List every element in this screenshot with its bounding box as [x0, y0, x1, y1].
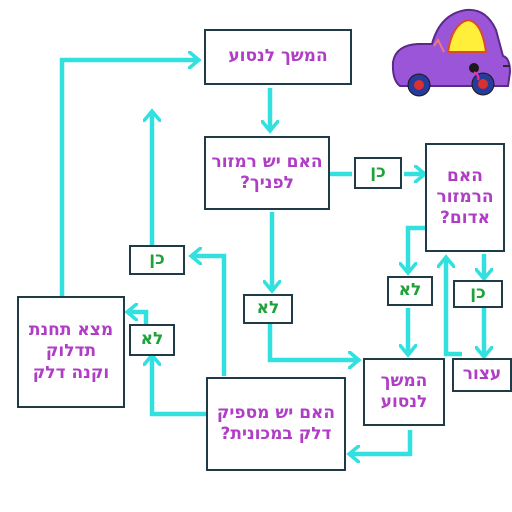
label-no-light: לא — [243, 294, 293, 324]
label-no-fuel: לא — [129, 324, 175, 356]
arrow-fuel-to-yes — [192, 256, 227, 376]
arrow-no-to-continue — [267, 324, 358, 360]
arrow-gas-to-start — [59, 60, 198, 296]
arrow-no-to-gas — [128, 312, 149, 324]
arrow-red-to-no — [408, 225, 428, 272]
arrow-stop-to-red — [446, 258, 462, 357]
gas-station-box: מצא תחנת תדלוק וקנה דלק — [17, 296, 125, 408]
light-ahead-question: האם יש רמזור לפניך? — [204, 136, 330, 210]
car-icon — [391, 8, 512, 97]
arrow-fuel-to-no — [152, 356, 206, 417]
stop-box: עצור — [452, 358, 512, 392]
label-no-red: לא — [387, 276, 433, 306]
continue-box: המשך לנסוע — [363, 358, 445, 426]
red-light-question: האם הרמזור אדום? — [425, 143, 505, 252]
start-box: המשך לנסוע — [204, 29, 352, 85]
fuel-question: האם יש מספיק דלק במכונית? — [206, 377, 346, 471]
arrow-continue-to-fuel — [350, 430, 413, 454]
label-yes-fuel: כן — [129, 245, 185, 275]
label-yes-light: כן — [354, 157, 402, 189]
label-yes-red: כן — [453, 280, 503, 308]
